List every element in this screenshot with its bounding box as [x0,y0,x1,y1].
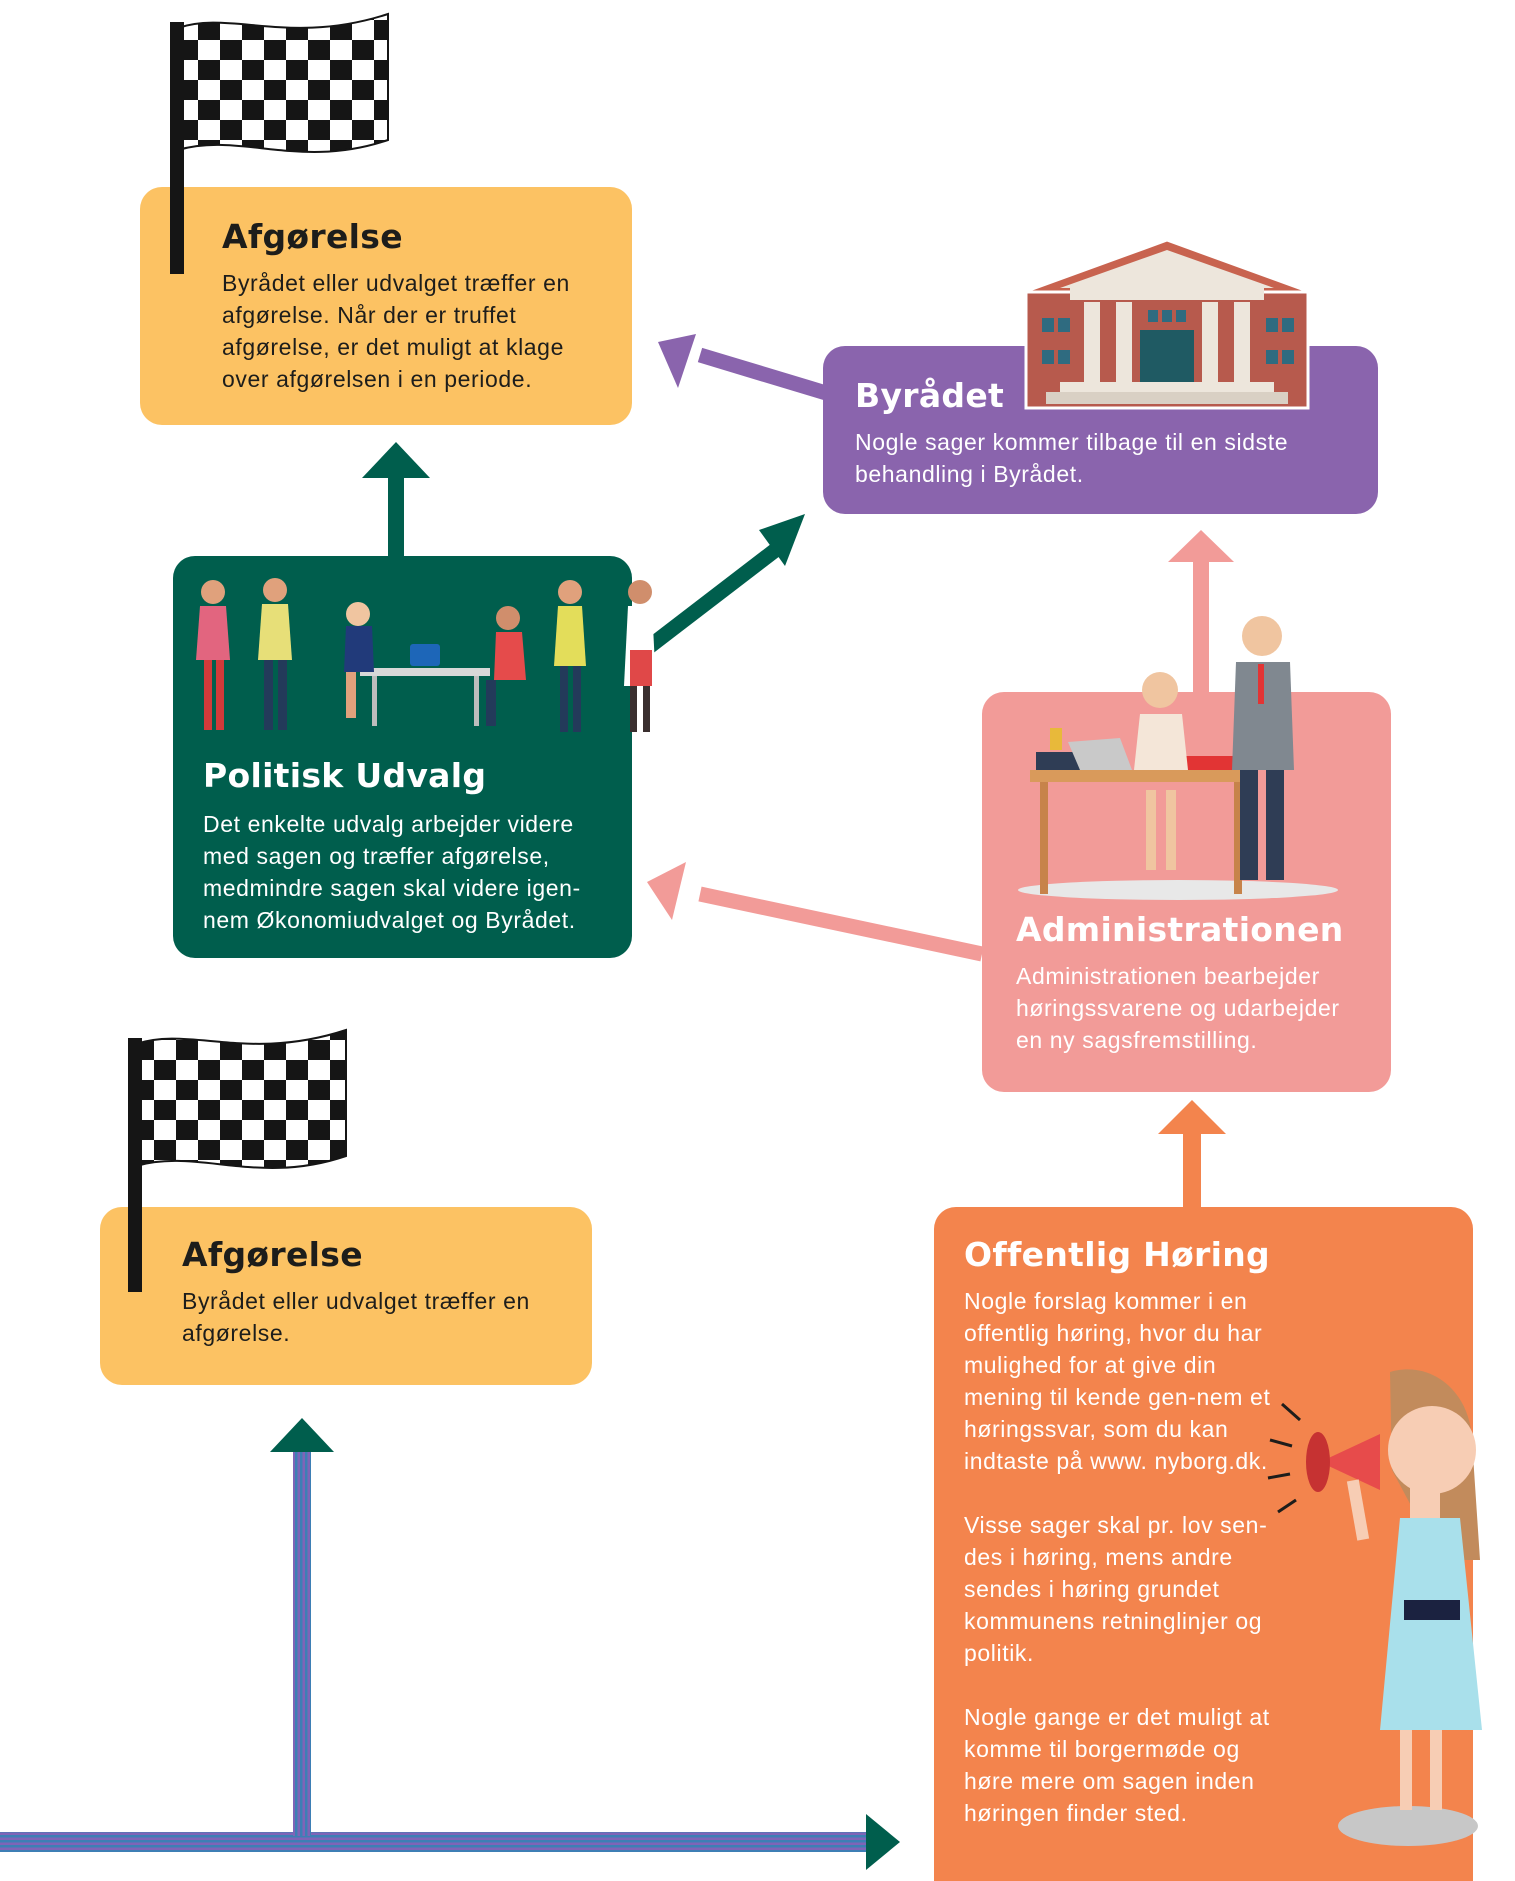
politisk-udvalg-box: Politisk Udvalg Det enkelte udvalg arbej… [173,556,632,958]
building-icon [1023,238,1311,410]
politisk-udvalg-text: Det enkelte udvalg arbejder videre med s… [203,810,581,933]
offentlig-horing-paragraph-2: Visse sager skal pr. lov sen-des i hørin… [964,1511,1268,1666]
politisk-udvalg-title: Politisk Udvalg [203,756,487,795]
arrow-udvalg-to-byraadet [640,514,805,656]
flag-bottom-icon [128,1028,347,1292]
afgorelse-top-box: Afgørelse Byrådet eller udvalget træffer… [140,187,632,425]
administrationen-text: Administrationen bearbejder høringssvare… [1016,962,1340,1053]
office-icon [1018,616,1338,900]
offentlig-horing-box: Offentlig Høring Nogle forslag kommer i … [934,1207,1473,1881]
byraadet-text: Nogle sager kommer tilbage til en sidste… [855,428,1289,487]
arrow-administrationen-to-byraadet [1168,530,1234,695]
dashed-branch-to-afgorelse [270,1418,334,1836]
megaphone-icon [1267,1369,1482,1846]
arrow-udvalg-to-afgorelse [362,442,430,558]
afgorelse-bottom-text: Byrådet eller udvalget træffer en afgøre… [182,1287,530,1346]
afgorelse-top-title: Afgørelse [222,217,403,256]
byraadet-title: Byrådet [855,376,1005,415]
offentlig-horing-paragraph-3: Nogle gange er det muligt at komme til b… [964,1703,1270,1826]
dashed-start-line [0,1814,900,1870]
afgorelse-bottom-title: Afgørelse [182,1235,363,1274]
flag-top-icon [170,12,389,274]
arrow-horing-to-administrationen [1158,1100,1226,1210]
arrow-administrationen-to-udvalg [647,862,984,962]
afgorelse-bottom-box: Afgørelse Byrådet eller udvalget træffer… [100,1207,592,1385]
offentlig-horing-paragraph-1: Nogle forslag kommer i en offentlig høri… [964,1287,1271,1474]
committee-icon [196,578,656,732]
administrationen-title: Administrationen [1016,910,1344,949]
arrow-byraadet-to-afgorelse [658,334,829,401]
offentlig-horing-title: Offentlig Høring [964,1235,1270,1274]
afgorelse-top-text: Byrådet eller udvalget træffer en afgøre… [222,269,570,392]
